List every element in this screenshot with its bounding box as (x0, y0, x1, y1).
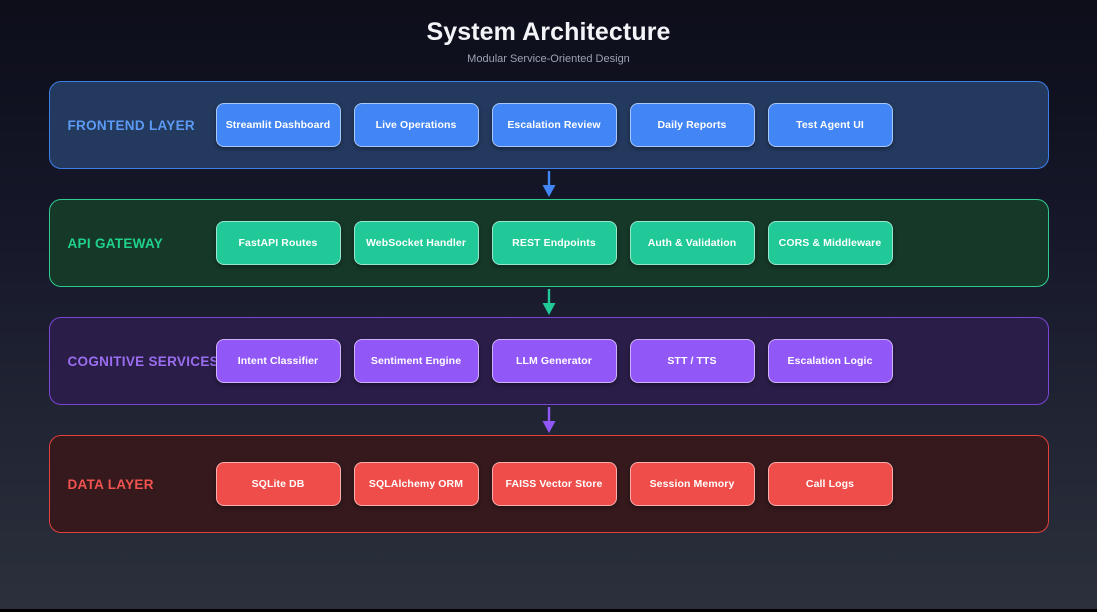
node-sentiment-engine[interactable]: Sentiment Engine (353, 339, 479, 383)
node-escalation-logic[interactable]: Escalation Logic (767, 339, 893, 383)
layer-label-data: DATA LAYER (67, 476, 154, 492)
node-faiss-vector-store[interactable]: FAISS Vector Store (491, 462, 617, 506)
node-websocket-handler[interactable]: WebSocket Handler (353, 221, 479, 265)
layer-label-frontend: FRONTEND LAYER (67, 117, 195, 133)
layer-frontend: FRONTEND LAYER Streamlit Dashboard Live … (48, 81, 1049, 169)
page-subtitle: Modular Service-Oriented Design (467, 53, 630, 65)
layer-data: DATA LAYER SQLite DB SQLAlchemy ORM FAIS… (48, 435, 1049, 533)
node-cors-middleware[interactable]: CORS & Middleware (767, 221, 893, 265)
layer-nodes-frontend: Streamlit Dashboard Live Operations Esca… (215, 103, 893, 147)
node-sqlalchemy-orm[interactable]: SQLAlchemy ORM (353, 462, 479, 506)
node-fastapi-routes[interactable]: FastAPI Routes (215, 221, 341, 265)
node-llm-generator[interactable]: LLM Generator (491, 339, 617, 383)
layer-nodes-cognitive-services: Intent Classifier Sentiment Engine LLM G… (215, 339, 893, 383)
node-intent-classifier[interactable]: Intent Classifier (215, 339, 341, 383)
node-daily-reports[interactable]: Daily Reports (629, 103, 755, 147)
layer-api-gateway: API GATEWAY FastAPI Routes WebSocket Han… (48, 199, 1049, 287)
layer-cognitive-services: COGNITIVE SERVICES Intent Classifier Sen… (48, 317, 1049, 405)
layer-label-api-gateway: API GATEWAY (67, 235, 164, 251)
node-rest-endpoints[interactable]: REST Endpoints (491, 221, 617, 265)
diagram-header: System Architecture Modular Service-Orie… (0, 0, 1097, 68)
arrow-down-icon (542, 407, 555, 433)
arrow-down-icon (542, 289, 555, 315)
node-sqlite-db[interactable]: SQLite DB (215, 462, 341, 506)
arrow-frontend-to-api-wrap (49, 169, 1049, 199)
layer-label-cognitive-services: COGNITIVE SERVICES (67, 353, 219, 369)
node-live-operations[interactable]: Live Operations (353, 103, 479, 147)
node-auth-validation[interactable]: Auth & Validation (629, 221, 755, 265)
arrow-cognitive-to-data-wrap (49, 405, 1049, 435)
node-streamlit-dashboard[interactable]: Streamlit Dashboard (215, 103, 341, 147)
node-test-agent-ui[interactable]: Test Agent UI (767, 103, 893, 147)
node-escalation-review[interactable]: Escalation Review (491, 103, 617, 147)
node-session-memory[interactable]: Session Memory (629, 462, 755, 506)
node-stt-tts[interactable]: STT / TTS (629, 339, 755, 383)
architecture-stack: FRONTEND LAYER Streamlit Dashboard Live … (48, 68, 1049, 533)
arrow-api-to-cognitive-wrap (49, 287, 1049, 317)
page-title: System Architecture (426, 18, 671, 46)
arrow-down-icon (542, 171, 555, 197)
layer-nodes-api-gateway: FastAPI Routes WebSocket Handler REST En… (215, 221, 893, 265)
node-call-logs[interactable]: Call Logs (767, 462, 893, 506)
layer-nodes-data: SQLite DB SQLAlchemy ORM FAISS Vector St… (215, 462, 893, 506)
